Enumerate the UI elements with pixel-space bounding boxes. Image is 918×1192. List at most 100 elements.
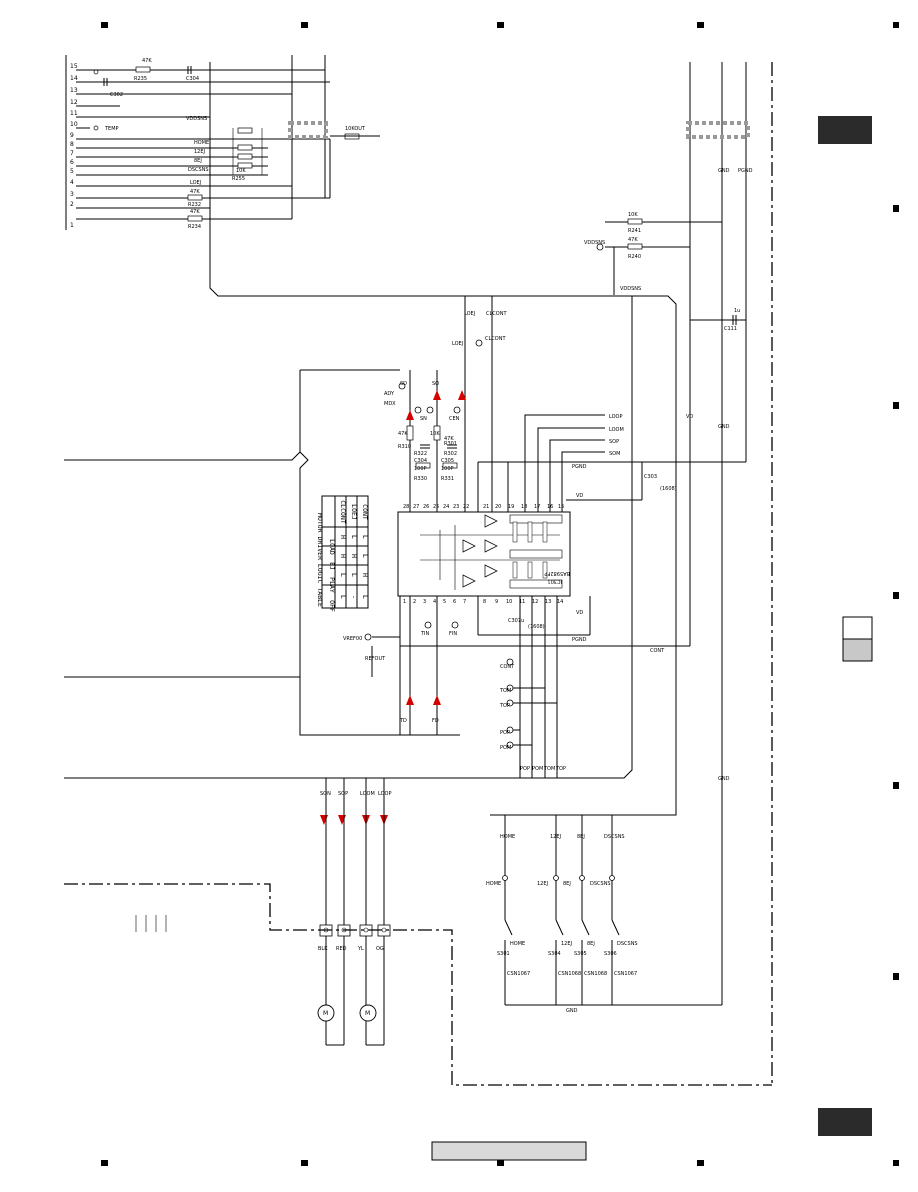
svg-text:CSN1068: CSN1068: [584, 971, 607, 977]
vddsns-left-label: VDDSNS: [186, 116, 207, 122]
svg-text:9: 9: [70, 132, 74, 139]
r240-label: R240: [628, 254, 641, 260]
svg-text:6: 6: [453, 599, 456, 605]
svg-text:CLCONT: CLCONT: [485, 336, 506, 342]
home-left-label: HOME: [194, 140, 209, 146]
svg-text:H: H: [350, 554, 358, 558]
section-tab-gray: [842, 638, 873, 662]
svg-text:S306: S306: [604, 951, 617, 957]
section-tab-white: [842, 616, 873, 640]
so-label: SO: [432, 381, 439, 387]
page-tab-top: [818, 116, 872, 144]
svg-text:C304: C304: [414, 458, 427, 464]
svg-text:H: H: [339, 535, 347, 539]
logic-table: [321, 495, 369, 609]
svg-text:TIN: TIN: [420, 631, 430, 637]
signal-arrows: [320, 390, 466, 825]
svg-text:8: 8: [483, 599, 486, 605]
og-label: OG: [376, 946, 384, 952]
c111-label: C111: [724, 326, 737, 332]
svg-text:22: 22: [463, 504, 469, 510]
svg-text:L: L: [361, 595, 369, 599]
svg-text:14: 14: [557, 599, 563, 605]
8ej-bus-label: 8EJ: [577, 834, 585, 840]
grid-markers-bottom: [101, 1160, 899, 1166]
vd-right-label: VD: [686, 414, 693, 420]
c307-label: C307: [508, 618, 521, 624]
table-header-load: LOAD: [328, 539, 336, 555]
td-label: TD: [399, 718, 407, 724]
svg-text:13: 13: [545, 599, 551, 605]
svg-text:12: 12: [70, 99, 78, 106]
svg-text:LOEJ: LOEJ: [452, 341, 463, 347]
svg-text:7: 7: [463, 599, 466, 605]
svg-text:3: 3: [70, 191, 74, 198]
svg-text:S301: S301: [497, 951, 510, 957]
svg-text:47K: 47K: [444, 436, 454, 442]
motor-lines: [64, 778, 772, 1086]
svg-text:R322: R322: [414, 451, 427, 457]
grid-markers-right: [893, 205, 899, 980]
svg-text:ADY: ADY: [384, 391, 395, 397]
dscsns-bus-label: DSCSNS: [604, 834, 625, 840]
svg-text:CSN1068: CSN1068: [558, 971, 581, 977]
c304-label: C304: [186, 76, 199, 82]
r-value-2: 47K: [190, 189, 200, 195]
loej-bus-label: LOEJ: [464, 311, 475, 317]
svg-text:14: 14: [70, 75, 78, 82]
loom-label: LOOM: [609, 427, 624, 433]
svg-text:R301: R301: [444, 441, 457, 447]
svg-text:TOM: TOM: [499, 688, 511, 694]
r240-value: 47K: [628, 237, 638, 243]
pop-bottom-label: POP: [520, 766, 530, 772]
ic-ref: IC301: [547, 578, 562, 584]
svg-text:1: 1: [70, 222, 74, 229]
r-value-3: 47K: [190, 209, 200, 215]
connector-pin-labels: 15 14 13 12 11 10 9 8 7 6 5 4 3 2 1: [70, 63, 78, 229]
svg-text:10: 10: [506, 599, 512, 605]
motor-2-label: M: [365, 1010, 370, 1017]
svg-text:27: 27: [413, 504, 419, 510]
pgnd-top-label: PGND: [738, 168, 753, 174]
r255-value: 10K: [236, 168, 246, 174]
svg-text:6: 6: [70, 159, 74, 166]
r241-value: 10K: [628, 212, 638, 218]
svg-text:19: 19: [508, 504, 514, 510]
svg-text:7: 7: [70, 150, 74, 157]
table-header-off: OFF: [328, 600, 336, 612]
page-tab-bottom: [818, 1108, 872, 1136]
motor-1-label: M: [323, 1010, 328, 1017]
12ej-bus-label: 12EJ: [550, 834, 561, 840]
svg-text:2: 2: [70, 201, 74, 208]
svg-text:DSCSNS: DSCSNS: [617, 941, 638, 947]
c303-size: (1608): [660, 486, 677, 492]
svg-text:SN: SN: [420, 416, 427, 422]
c111-value: 1u: [734, 308, 740, 314]
svg-text:28: 28: [403, 504, 409, 510]
cont-ic-label: CONT: [650, 648, 665, 654]
svg-text:11: 11: [70, 110, 78, 117]
svg-text:20: 20: [495, 504, 501, 510]
svg-text:21: 21: [483, 504, 489, 510]
vd-ic-label: VD: [576, 493, 583, 499]
fd-label: FD: [432, 718, 439, 724]
svg-text:MDX: MDX: [384, 401, 396, 407]
svg-text:REFOUT: REFOUT: [365, 656, 386, 662]
vddsns-right-label: VDDSNS: [584, 240, 605, 246]
svg-text:FIN: FIN: [449, 631, 457, 637]
svg-text:4: 4: [433, 599, 436, 605]
svg-text:26: 26: [423, 504, 429, 510]
svg-text:10K: 10K: [430, 431, 440, 437]
svg-text:10: 10: [70, 121, 78, 128]
svg-text:H: H: [339, 554, 347, 558]
dscsns-tp-label: DSCSNS: [590, 881, 611, 887]
ic-output-lines: [364, 296, 605, 778]
table-header-play: PLAY: [328, 577, 336, 593]
dscsns-left-label: DSCSNS: [188, 167, 209, 173]
svg-text:L: L: [339, 573, 347, 577]
svg-text:S304: S304: [548, 951, 561, 957]
svg-text:L: L: [361, 535, 369, 539]
sop-label: SOP: [609, 439, 619, 445]
svg-text:24: 24: [443, 504, 449, 510]
